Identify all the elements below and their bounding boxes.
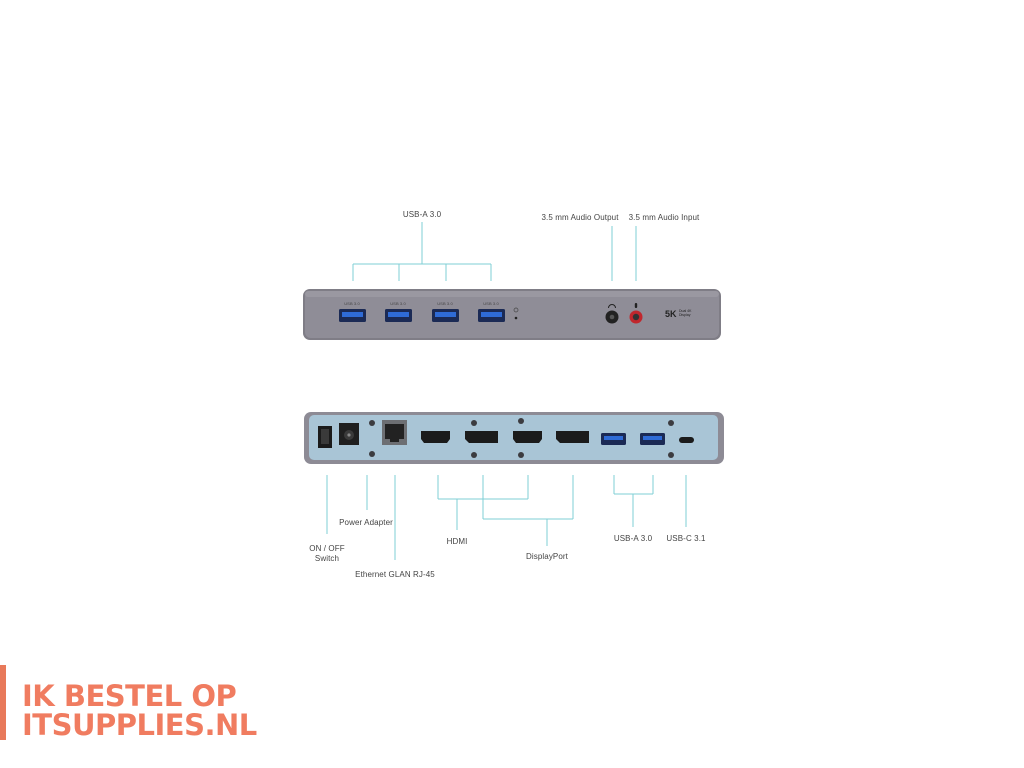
on-off-switch <box>318 426 332 448</box>
ethernet-label: Ethernet GLAN RJ-45 <box>355 570 435 579</box>
power-icon <box>513 307 519 313</box>
audio-output-jack <box>605 304 619 324</box>
ethernet-port <box>382 420 407 445</box>
audio-input-label: 3.5 mm Audio Input <box>628 213 700 222</box>
displayport-port-2 <box>556 431 589 443</box>
displayport-label: DisplayPort <box>525 552 569 561</box>
usb-a-back-1 <box>601 433 626 445</box>
usb-c-label: USB-C 3.1 <box>666 534 706 543</box>
audio-input-jack <box>629 303 643 324</box>
usb-a-port-4 <box>478 309 505 322</box>
usb-port-text-4: USB 3.0 <box>483 301 499 306</box>
front-callout-lines <box>352 222 637 281</box>
status-led <box>514 316 518 320</box>
usb-a-back-label: USB-A 3.0 <box>613 534 653 543</box>
usb-a-port-1 <box>339 309 366 322</box>
5k-badge: 5K <box>665 309 677 319</box>
usb-port-text-3: USB 3.0 <box>437 301 453 306</box>
usb-a-front-label: USB-A 3.0 <box>402 210 442 219</box>
usb-a-back-2 <box>640 433 665 445</box>
power-jack <box>339 423 359 445</box>
hdmi-label: HDMI <box>446 537 468 546</box>
usb-port-text-1: USB 3.0 <box>344 301 360 306</box>
front-usb-ports <box>339 307 519 322</box>
logo-banner-bar <box>0 665 6 740</box>
usb-a-port-2 <box>385 309 412 322</box>
usb-a-port-3 <box>432 309 459 322</box>
logo-line-2: ITSUPPLIES.NL <box>22 708 257 742</box>
front-device <box>303 289 721 340</box>
audio-output-label: 3.5 mm Audio Output <box>541 213 619 222</box>
on-off-switch-label: ON / OFF Switch <box>309 544 345 563</box>
usb-port-text-2: USB 3.0 <box>390 301 406 306</box>
back-ports <box>318 418 694 458</box>
logo-line-1: IK BESTEL OP <box>22 679 237 713</box>
displayport-port-1 <box>465 431 498 443</box>
power-adapter-label: Power Adapter <box>339 518 393 527</box>
usb-c-port <box>679 437 694 443</box>
5k-badge-subtext: Dual 4K Display <box>679 309 692 317</box>
screws <box>369 418 674 458</box>
back-callout-lines <box>326 475 687 560</box>
hdmi-port-2 <box>513 431 542 443</box>
hdmi-port-1 <box>421 431 450 443</box>
